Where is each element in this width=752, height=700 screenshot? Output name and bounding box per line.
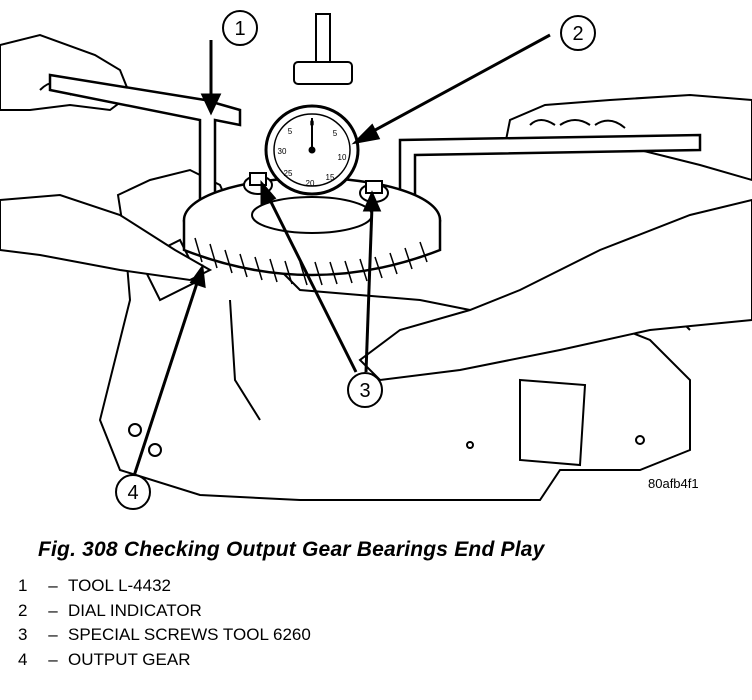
image-code: 80afb4f1 xyxy=(648,476,699,491)
svg-text:15: 15 xyxy=(326,173,335,182)
legend-dash: – xyxy=(48,576,58,595)
legend-item: 4 – OUTPUT GEAR xyxy=(18,648,311,673)
legend-dash: – xyxy=(48,649,58,669)
svg-text:5: 5 xyxy=(333,129,338,138)
svg-text:25: 25 xyxy=(284,169,293,178)
arrow-1 xyxy=(200,40,222,116)
legend-text: TOOL L-4432 xyxy=(68,576,172,595)
dial-indicator: 0 5 10 15 20 25 30 5 xyxy=(264,13,360,196)
legend-text: SPECIAL SCREWS TOOL 6260 xyxy=(68,625,311,644)
legend-dash: – xyxy=(48,600,58,620)
output-gear xyxy=(182,176,442,286)
leader-4 xyxy=(132,263,206,477)
illustration: 0 5 10 15 20 25 30 5 1 2 xyxy=(0,10,752,510)
callout-2: 2 xyxy=(560,15,596,51)
svg-text:30: 30 xyxy=(278,147,287,156)
legend-item: 2 – DIAL INDICATOR xyxy=(18,599,311,624)
leader-3 xyxy=(260,179,382,373)
callout-1-label: 1 xyxy=(234,18,245,40)
callout-1: 1 xyxy=(222,10,258,46)
svg-text:5: 5 xyxy=(288,127,293,136)
callout-4-label: 4 xyxy=(127,482,138,504)
callout-4: 4 xyxy=(115,474,151,510)
legend: 1 – TOOL L-4432 2 – DIAL INDICATOR 3 – S… xyxy=(18,574,311,672)
legend-dash: – xyxy=(48,625,58,644)
figure-caption: Fig. 308 Checking Output Gear Bearings E… xyxy=(38,538,545,561)
callout-3-label: 3 xyxy=(359,380,370,402)
legend-number: 3 xyxy=(18,625,28,644)
legend-number: 2 xyxy=(18,600,28,620)
legend-text: DIAL INDICATOR xyxy=(68,600,202,620)
left-hand xyxy=(0,33,213,282)
leader-2 xyxy=(351,33,551,145)
legend-item: 1 – TOOL L-4432 xyxy=(18,574,311,599)
legend-item: 3 – SPECIAL SCREWS TOOL 6260 xyxy=(18,623,311,648)
svg-text:20: 20 xyxy=(306,179,315,188)
legend-number: 4 xyxy=(18,649,28,669)
svg-text:10: 10 xyxy=(338,153,347,162)
legend-text: OUTPUT GEAR xyxy=(68,649,191,669)
special-screws xyxy=(243,172,389,203)
callout-3: 3 xyxy=(347,372,383,408)
legend-number: 1 xyxy=(18,576,28,595)
svg-text:0: 0 xyxy=(310,119,315,128)
callout-2-label: 2 xyxy=(572,23,583,45)
